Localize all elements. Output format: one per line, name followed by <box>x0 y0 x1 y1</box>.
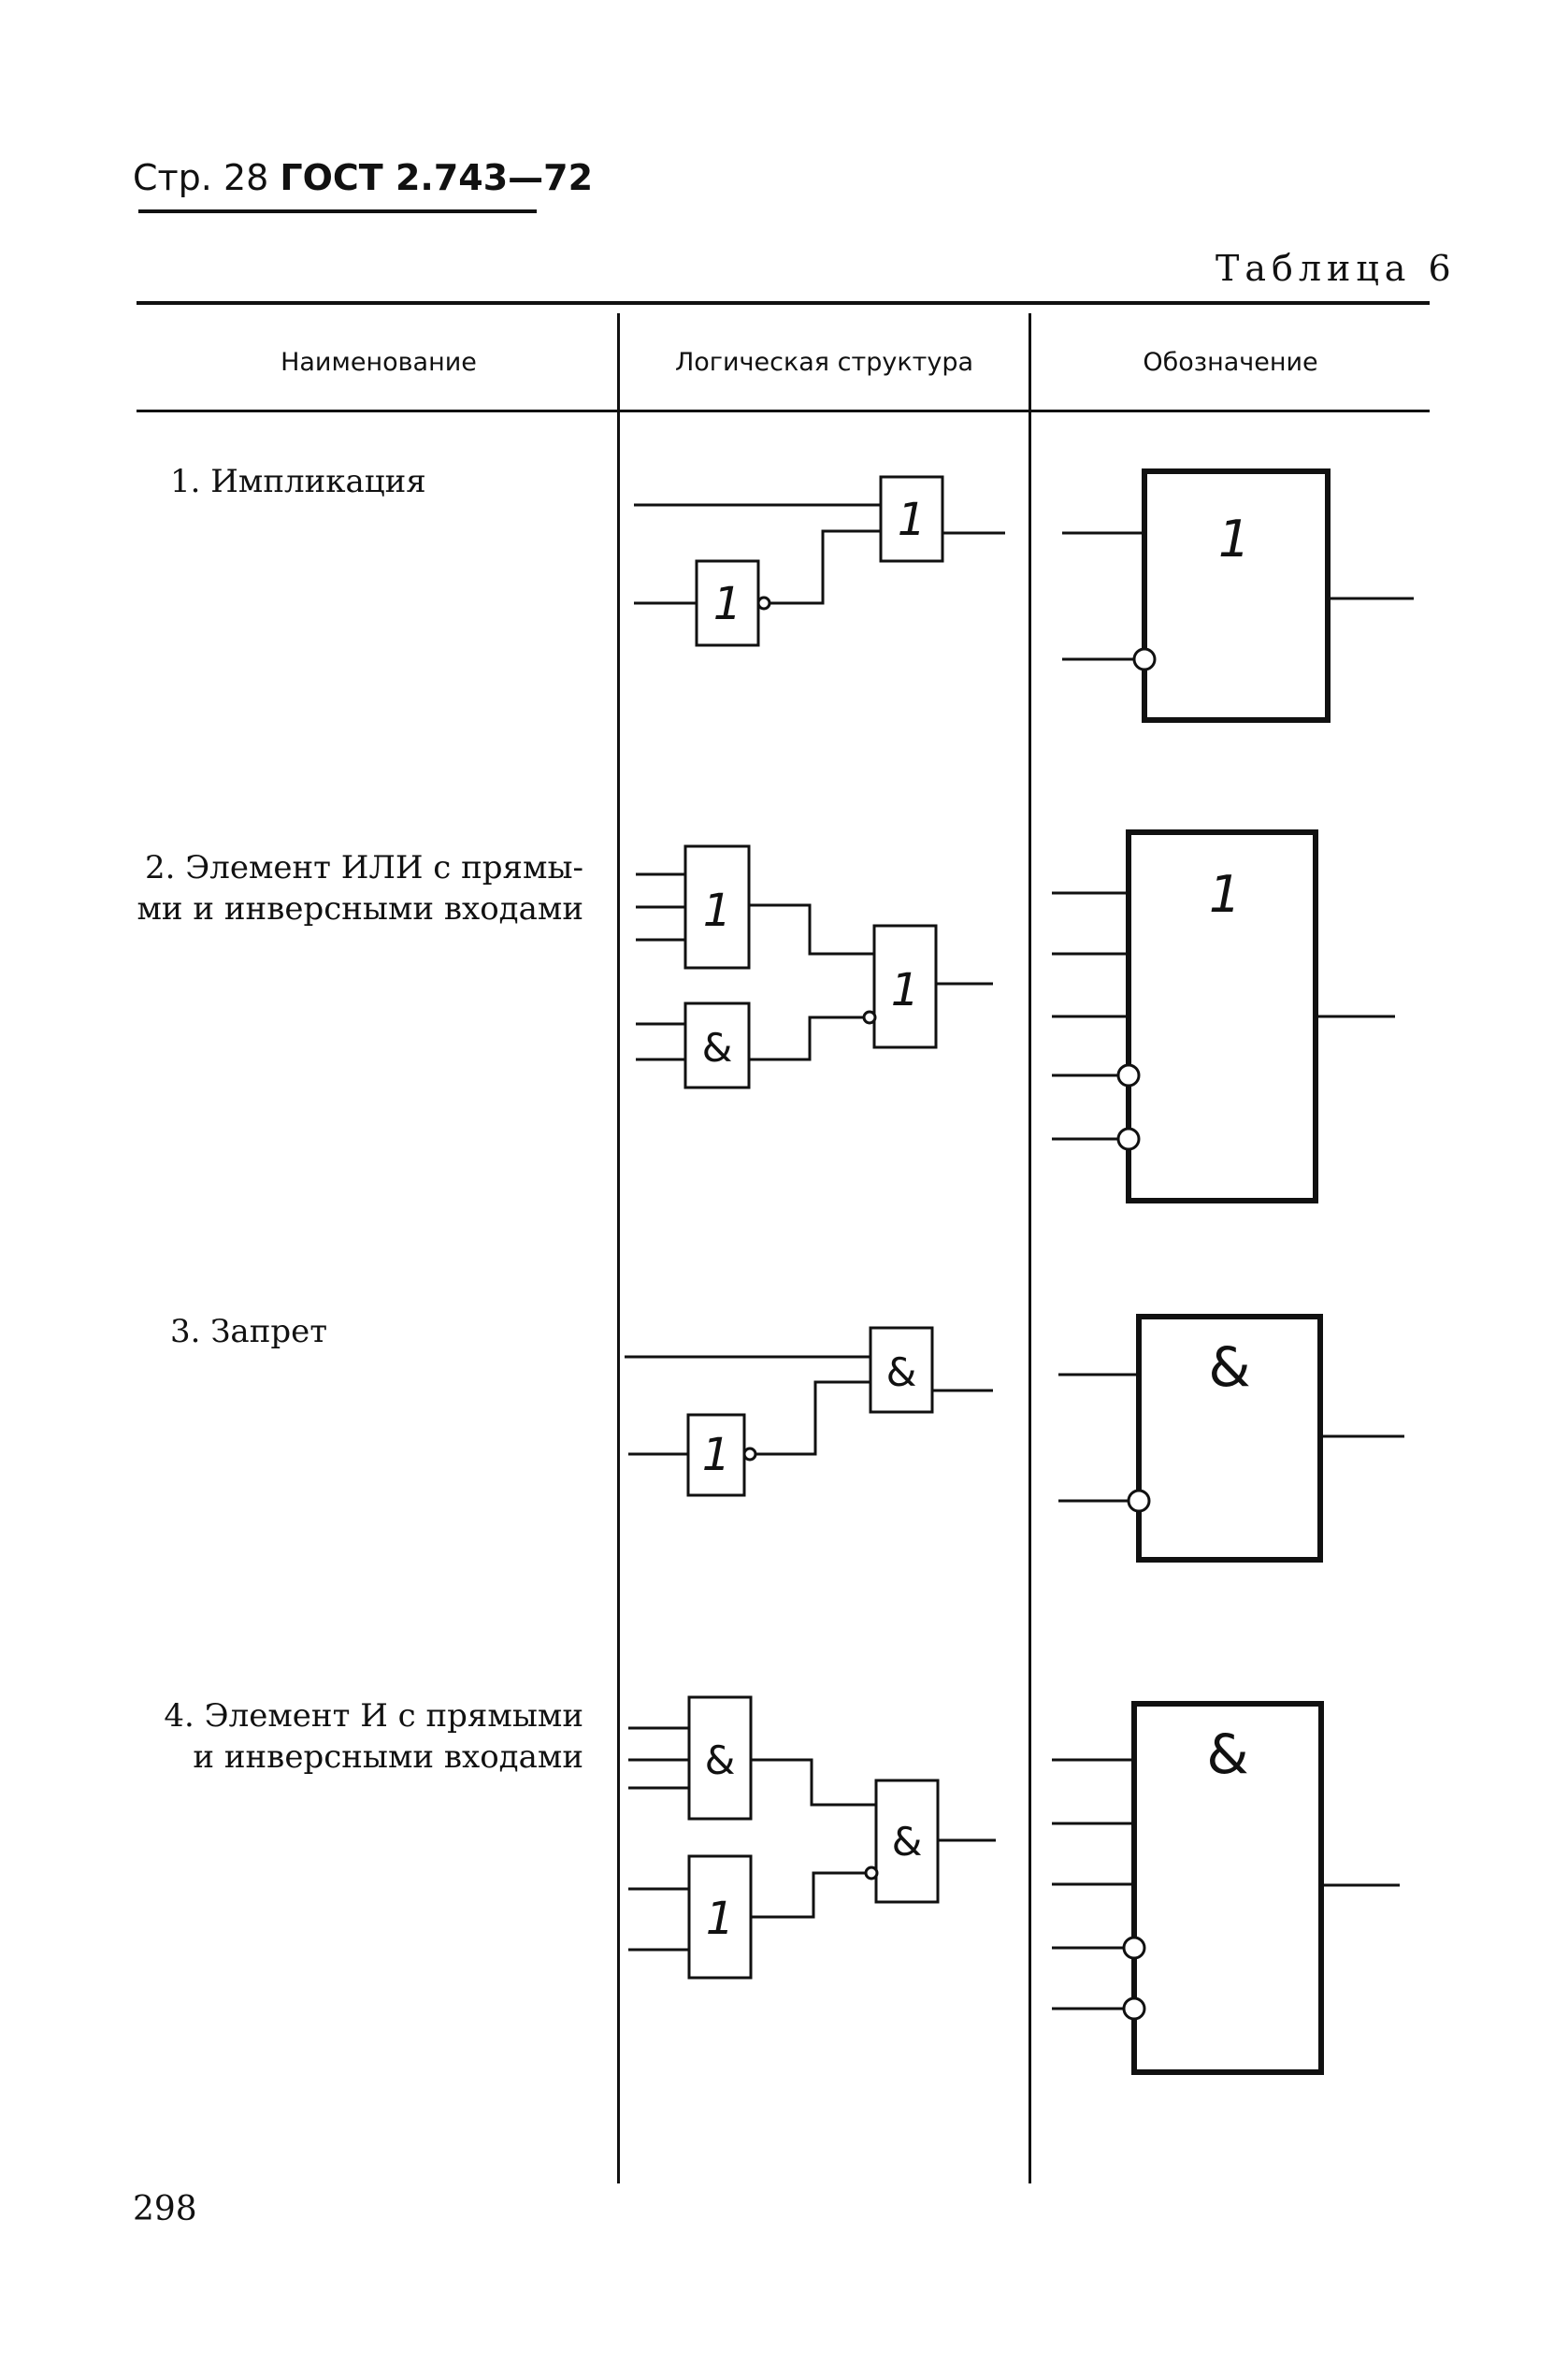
svg-text:&: & <box>892 1819 923 1865</box>
row2-structure: 1 & 1 <box>636 844 993 1089</box>
row-name-1: 1. Импликация <box>170 463 426 500</box>
column-header-name: Наименование <box>281 348 477 377</box>
header-underline <box>138 209 537 213</box>
row1-designation: 1 <box>1062 468 1414 723</box>
svg-text:&: & <box>1206 1722 1248 1786</box>
svg-text:1: 1 <box>703 885 732 937</box>
svg-text:1: 1 <box>702 1429 731 1481</box>
svg-text:1: 1 <box>891 964 920 1016</box>
row1-not-gate-symbol: 1 <box>713 578 742 630</box>
page-header-prefix: Стр. 28 <box>133 157 269 198</box>
page-header: Стр. 28 ГОСТ 2.743—72 <box>133 157 593 198</box>
row3-and-gate <box>869 1326 934 1414</box>
page-number: 298 <box>133 2190 197 2228</box>
row3-structure: & 1 <box>625 1326 993 1497</box>
svg-text:&: & <box>886 1349 917 1395</box>
standard-code: ГОСТ 2.743—72 <box>280 157 594 198</box>
row1-or-gate <box>879 475 944 563</box>
svg-text:&: & <box>1208 1335 1250 1399</box>
column-divider-2 <box>1029 313 1031 2183</box>
table-top-rule <box>137 301 1430 305</box>
table-label: Таблица 6 <box>1216 248 1457 289</box>
row2-designation: 1 <box>1052 829 1395 1203</box>
row2-and-gate <box>683 1001 751 1089</box>
row4-symbol-box <box>1131 1701 1324 2075</box>
table-header-rule <box>137 410 1430 412</box>
row1-inversion-circle <box>756 596 771 611</box>
svg-text:&: & <box>702 1025 733 1071</box>
svg-text:1: 1 <box>1209 865 1241 924</box>
row4-and-gate-1 <box>687 1695 753 1821</box>
row1-symbol-box <box>1142 468 1331 723</box>
row1-symbol-label: 1 <box>1218 510 1250 569</box>
row1-structure: 1 1 <box>634 475 1005 647</box>
row-name-2: 2. Элемент ИЛИ с прямы- ми и инверсными … <box>137 849 583 928</box>
row4-structure: & 1 & <box>628 1695 996 1980</box>
row4-designation: & <box>1052 1701 1400 2075</box>
row1-or-gate-symbol: 1 <box>898 494 927 546</box>
svg-text:1: 1 <box>706 1893 735 1945</box>
row1-designation-inversion <box>1132 647 1157 671</box>
column-divider-1 <box>617 313 620 2183</box>
row2-or-gate-2 <box>872 924 938 1049</box>
svg-text:&: & <box>705 1737 736 1783</box>
row-name-4: 4. Элемент И с прямыми и инверсными вход… <box>164 1697 583 1776</box>
row-name-3: 3. Запрет <box>170 1313 328 1350</box>
row3-designation: & <box>1058 1314 1404 1563</box>
row3-symbol-box <box>1136 1314 1323 1563</box>
column-header-designation: Обозначение <box>1143 348 1318 377</box>
column-header-structure: Логическая структура <box>674 348 974 377</box>
